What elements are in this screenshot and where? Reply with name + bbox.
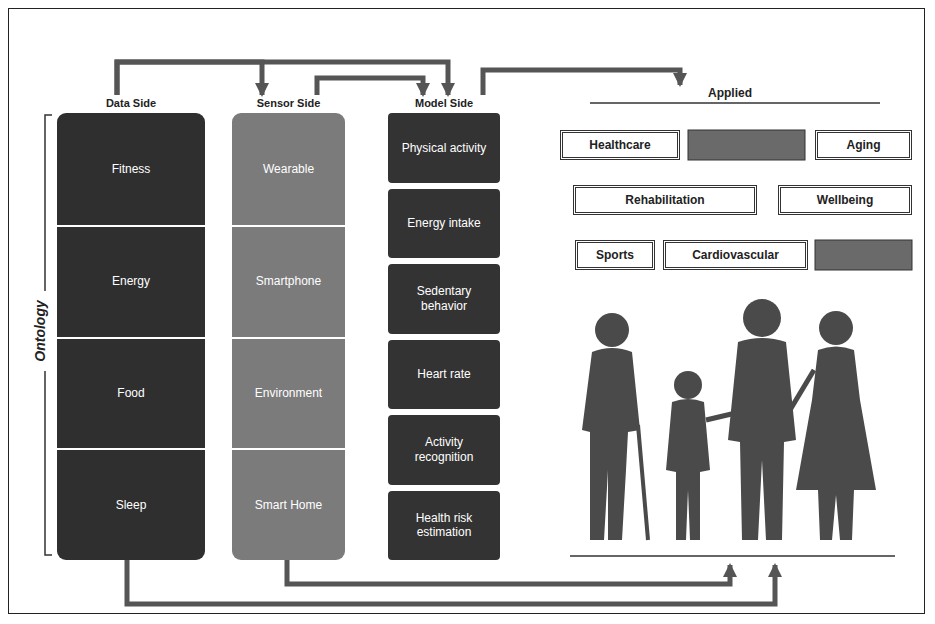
flow-arrow	[117, 62, 448, 95]
topic-box: Physical activity	[388, 113, 500, 183]
applied-panel: AppliedHealthcare AgingRehabilitation Well…	[545, 85, 920, 565]
column-header: Sensor Side	[232, 95, 345, 111]
topic-label: Fitness	[112, 162, 151, 176]
topic-label: Smart Home	[255, 498, 322, 512]
topic-box: Rehabilitation	[573, 185, 757, 215]
topic-label: Food	[117, 386, 144, 400]
topic-label: Energy intake	[407, 216, 480, 230]
topic-label: Sedentary behavior	[394, 284, 494, 313]
topic-label: Healthcare	[589, 138, 650, 152]
column-header: Applied	[695, 85, 765, 101]
topic-box: Heart rate	[388, 340, 500, 410]
topic-box: Healthcare	[560, 130, 680, 160]
topic-box: Wellbeing	[778, 185, 912, 215]
topic-box: Energy	[57, 225, 205, 337]
topic-box: Sports	[575, 240, 655, 270]
flow-arrow	[127, 560, 775, 604]
topic-box: Environment	[232, 337, 345, 449]
topic-box: Sedentary behavior	[388, 264, 500, 334]
topic-label: Health risk estimation	[394, 511, 494, 540]
side-column: Data SideFitnessEnergyFoodSleep	[57, 95, 205, 560]
flow-arrow	[287, 560, 730, 584]
topic-box: Health risk estimation	[388, 491, 500, 561]
flow-arrow	[117, 62, 262, 95]
topic-box: Cardiovascular	[663, 240, 808, 270]
header-rule	[590, 102, 880, 104]
topic-label: Cardiovascular	[692, 248, 779, 262]
topic-label: Sleep	[116, 498, 147, 512]
side-column: Sensor SideWearableSmartphoneEnvironment…	[232, 95, 345, 560]
topic-box: Sleep	[57, 448, 205, 560]
topic-label: Energy	[112, 274, 150, 288]
grey-box	[815, 240, 912, 270]
topic-label: Activity recognition	[394, 435, 494, 464]
topic-label: Wearable	[263, 162, 314, 176]
topic-label: Smartphone	[256, 274, 321, 288]
topic-box: Smart Home	[232, 448, 345, 560]
topic-label: Aging	[847, 138, 881, 152]
topic-label: Environment	[255, 386, 322, 400]
topic-box: Smartphone	[232, 225, 345, 337]
topic-box: Wearable	[232, 113, 345, 225]
topic-label: Physical activity	[402, 141, 487, 155]
flow-arrow	[317, 78, 423, 95]
flow-arrow	[483, 70, 680, 95]
topic-box: Aging	[815, 130, 912, 160]
axis-label: Ontology	[31, 291, 49, 371]
topic-box: Energy intake	[388, 189, 500, 259]
topic-label: Wellbeing	[817, 193, 873, 207]
column-header: Model Side	[388, 95, 500, 111]
topic-label: Heart rate	[417, 367, 470, 381]
topic-label: Rehabilitation	[625, 193, 704, 207]
topic-box: Fitness	[57, 113, 205, 225]
side-column: Model SidePhysical activityEnergy intake…	[388, 95, 500, 560]
topic-box: Food	[57, 337, 205, 449]
topic-label: Sports	[596, 248, 634, 262]
column-header: Data Side	[57, 95, 205, 111]
grey-box	[688, 130, 805, 160]
family-figure	[582, 299, 876, 540]
ground-line	[570, 555, 895, 557]
topic-box: Activity recognition	[388, 415, 500, 485]
